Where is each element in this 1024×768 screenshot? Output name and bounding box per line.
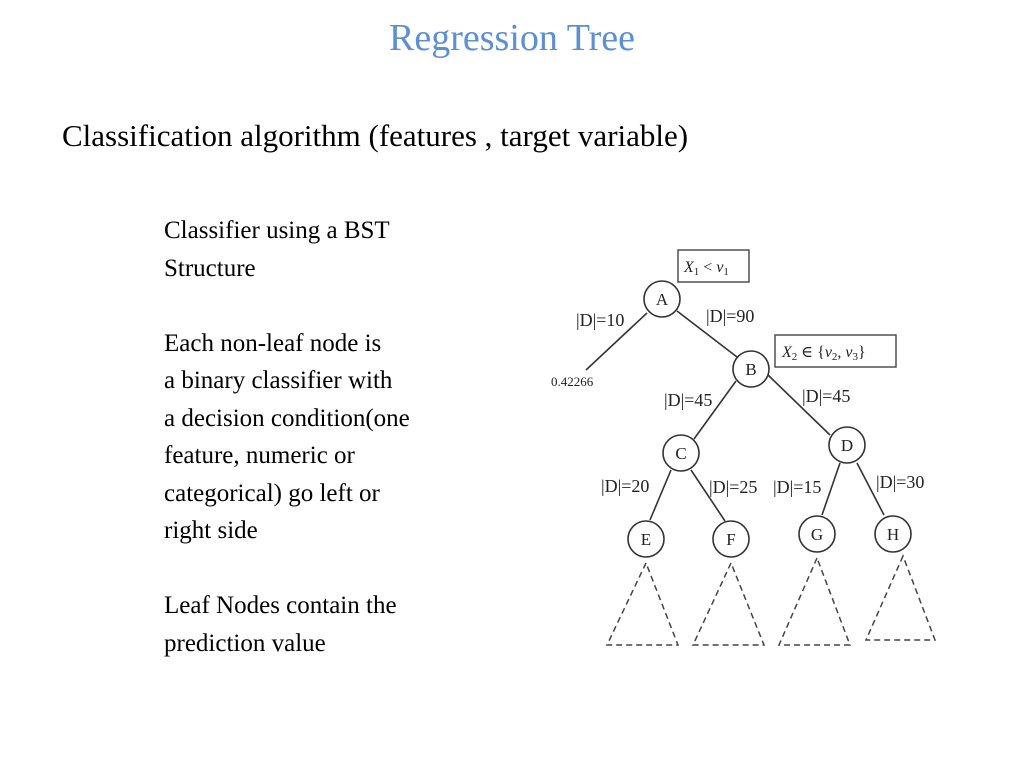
regression-tree-diagram: A B C D E F G H |D|=10 |D|=90 |D|=45 |D|… — [551, 249, 937, 646]
cond-close: } — [858, 344, 866, 361]
condition-box-b — [774, 334, 897, 368]
subtree-e — [605, 561, 680, 646]
text-line: Structure — [164, 254, 256, 282]
condition-root-text: X1 < v1 — [683, 259, 729, 278]
condition-box-root — [677, 249, 750, 283]
edge-c-f — [690, 469, 726, 522]
text-line: Classifier using a BST — [164, 217, 390, 244]
text-line: prediction value — [164, 629, 326, 657]
node-label-h: H — [887, 525, 899, 544]
cond-sep: , — [837, 344, 845, 361]
subtree-f — [691, 561, 766, 646]
cond-val-sub: 1 — [723, 266, 729, 278]
slide-title: Regression Tree — [389, 17, 635, 59]
text-line: a binary classifier with — [164, 367, 393, 394]
node-label-c: C — [675, 444, 686, 463]
edge-b-c — [693, 380, 737, 440]
node-label-g: G — [811, 525, 823, 544]
condition-b-text: X2 ∈ {v2, v3} — [781, 344, 866, 363]
node-label-a: A — [656, 290, 669, 309]
edge-d-h — [856, 462, 885, 516]
cond-val: v — [716, 259, 724, 276]
subtree-g — [777, 556, 852, 646]
cond-val-sub: 2 — [832, 351, 838, 363]
edge-d-g — [821, 462, 841, 516]
tree-node-c — [662, 434, 700, 472]
text-line: categorical) go left or — [164, 479, 380, 507]
text-line: Leaf Nodes contain the — [164, 592, 397, 619]
edge-b-d — [767, 374, 831, 436]
cond-val-sub: 3 — [853, 351, 859, 363]
cond-var: X — [781, 344, 793, 361]
tree-node-a — [643, 280, 681, 318]
tree-node-h — [874, 515, 912, 553]
text-line: a decision condition(one — [164, 404, 410, 432]
edge-label-c-right: |D|=25 — [709, 477, 757, 497]
edge-a-leaf — [585, 312, 648, 371]
cond-op: ∈ { — [797, 344, 825, 361]
paragraph-leaf-nodes: Leaf Nodes contain the prediction value — [164, 587, 494, 662]
text-line: right side — [164, 517, 258, 544]
edge-c-e — [649, 469, 672, 521]
cond-val: v — [845, 344, 853, 361]
edge-a-b — [676, 310, 738, 358]
cond-op: < — [699, 259, 716, 276]
cond-val: v — [825, 344, 833, 361]
subtree-h — [864, 554, 937, 641]
node-label-b: B — [745, 360, 756, 379]
slide-subtitle: Classification algorithm (features , tar… — [62, 118, 689, 153]
edge-label-d-left: |D|=15 — [773, 477, 821, 497]
tree-node-e — [627, 520, 665, 558]
description-text: Classifier using a BST Structure Each no… — [164, 212, 494, 662]
paragraph-non-leaf-node: Each non-leaf node is a binary classifie… — [164, 325, 494, 550]
edge-label-d-right: |D|=30 — [876, 472, 924, 492]
node-label-d: D — [841, 436, 853, 455]
edge-label-a-right: |D|=90 — [706, 306, 754, 326]
edge-label-b-left: |D|=45 — [664, 390, 712, 410]
tree-node-b — [732, 350, 770, 388]
paragraph-bst-structure: Classifier using a BST Structure — [164, 212, 494, 287]
edge-label-a-left: |D|=10 — [576, 310, 624, 330]
edge-label-c-left: |D|=20 — [601, 476, 649, 496]
cond-sub: 1 — [694, 266, 700, 278]
text-line: feature, numeric or — [164, 442, 355, 469]
text-line: Each non-leaf node is — [164, 329, 382, 357]
tree-node-f — [712, 520, 750, 558]
leaf-value-label: 0.42266 — [551, 374, 594, 389]
node-label-e: E — [641, 530, 651, 549]
cond-var: X — [683, 259, 695, 276]
edge-label-b-right: |D|=45 — [802, 386, 850, 406]
node-label-f: F — [726, 530, 735, 549]
cond-sub: 2 — [792, 351, 798, 363]
tree-node-d — [828, 426, 866, 464]
tree-node-g — [798, 515, 836, 553]
